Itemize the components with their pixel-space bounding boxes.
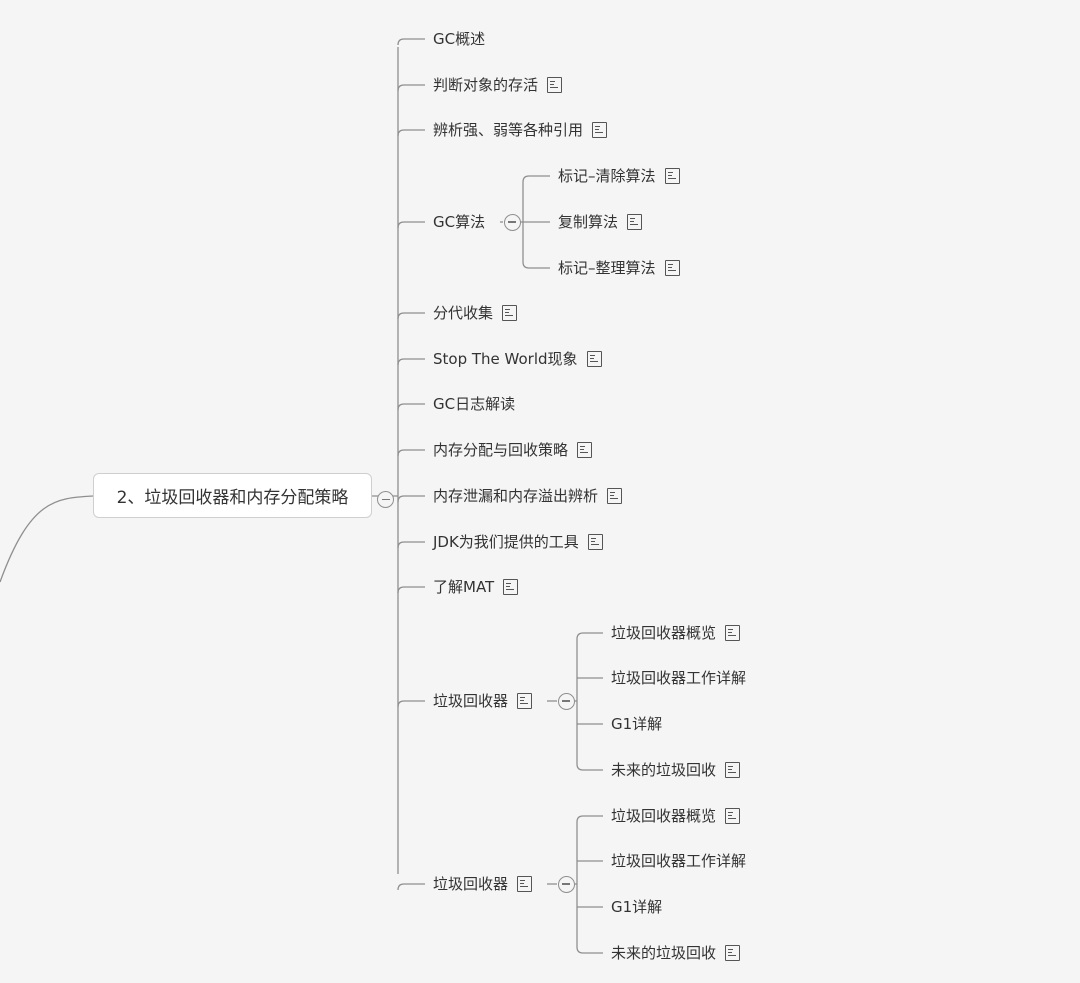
subtopic-3-1[interactable]: 复制算法 — [558, 212, 643, 232]
note-icon[interactable] — [587, 534, 603, 550]
topic-9[interactable]: JDK为我们提供的工具 — [433, 532, 603, 552]
branch-connector-4 — [397, 312, 425, 320]
child-connector-12-3 — [576, 946, 603, 954]
subtopic-12-3-label: 未来的垃圾回收 — [611, 944, 717, 962]
note-icon[interactable] — [586, 351, 602, 367]
subtopic-11-3[interactable]: 未来的垃圾回收 — [611, 760, 741, 780]
note-icon[interactable] — [592, 122, 608, 138]
note-icon[interactable] — [517, 693, 533, 709]
topic-8-label: 内存泄漏和内存溢出辨析 — [433, 487, 599, 505]
branch-connector-2 — [397, 129, 425, 137]
topic-10-label: 了解MAT — [433, 578, 495, 596]
note-icon[interactable] — [725, 762, 741, 778]
subtopic-11-2-label: G1详解 — [611, 715, 663, 733]
topic-2-label: 辨析强、弱等各种引用 — [433, 121, 584, 139]
subtopic-12-1[interactable]: 垃圾回收器工作详解 — [611, 851, 746, 871]
child-connector-12-0 — [576, 815, 603, 823]
note-icon[interactable] — [577, 442, 593, 458]
child-connector-3-2 — [522, 261, 550, 269]
subtopic-12-0[interactable]: 垃圾回收器概览 — [611, 806, 741, 826]
topic-7-label: 内存分配与回收策略 — [433, 441, 569, 459]
topic-8[interactable]: 内存泄漏和内存溢出辨析 — [433, 486, 623, 506]
branch-connector-9 — [397, 541, 425, 549]
topic-12[interactable]: 垃圾回收器 — [433, 874, 533, 894]
subtopic-11-1[interactable]: 垃圾回收器工作详解 — [611, 668, 746, 688]
note-icon[interactable] — [725, 625, 741, 641]
branch-connector-8 — [397, 495, 425, 503]
subtopic-11-1-label: 垃圾回收器工作详解 — [611, 669, 747, 687]
topic-3[interactable]: GC算法 — [433, 212, 485, 232]
topic-11-label: 垃圾回收器 — [433, 692, 509, 710]
root-collapse-icon[interactable] — [377, 491, 394, 508]
note-icon[interactable] — [547, 77, 563, 93]
note-icon[interactable] — [725, 945, 741, 961]
subtopic-11-0-label: 垃圾回收器概览 — [611, 624, 717, 642]
topic-4-label: 分代收集 — [433, 304, 494, 322]
note-icon[interactable] — [517, 876, 533, 892]
branch-connector-10 — [397, 586, 425, 594]
topic-2[interactable]: 辨析强、弱等各种引用 — [433, 120, 608, 140]
child-connector-3-0 — [522, 175, 550, 183]
subtopic-11-2[interactable]: G1详解 — [611, 714, 662, 734]
subtopic-3-0[interactable]: 标记–清除算法 — [558, 166, 680, 186]
collapse-minus-icon[interactable] — [503, 213, 521, 231]
note-icon[interactable] — [627, 214, 643, 230]
subtopic-12-2[interactable]: G1详解 — [611, 897, 662, 917]
topic-0-label: GC概述 — [433, 30, 486, 48]
topic-1[interactable]: 判断对象的存活 — [433, 75, 563, 95]
topic-5-label: Stop The World现象 — [433, 350, 578, 368]
topic-6-label: GC日志解读 — [433, 395, 516, 413]
child-connector-11-3 — [576, 763, 603, 771]
subtopic-12-1-label: 垃圾回收器工作详解 — [611, 852, 747, 870]
topic-1-label: 判断对象的存活 — [433, 76, 539, 94]
branch-connector-11 — [397, 700, 425, 708]
branch-connector-7 — [397, 449, 425, 457]
topic-12-label: 垃圾回收器 — [433, 875, 509, 893]
note-icon[interactable] — [502, 305, 518, 321]
topic-10[interactable]: 了解MAT — [433, 577, 519, 597]
root-topic-label: 2、垃圾回收器和内存分配策略 — [116, 488, 349, 508]
note-icon[interactable] — [725, 808, 741, 824]
subtopic-3-2[interactable]: 标记–整理算法 — [558, 258, 680, 278]
topic-3-label: GC算法 — [433, 213, 486, 231]
topic-9-label: JDK为我们提供的工具 — [433, 533, 579, 551]
subtopic-11-0[interactable]: 垃圾回收器概览 — [611, 623, 741, 643]
note-icon[interactable] — [503, 579, 519, 595]
topic-0[interactable]: GC概述 — [433, 29, 485, 49]
branch-connector-5 — [397, 358, 425, 366]
note-icon[interactable] — [664, 168, 680, 184]
subtopic-3-2-label: 标记–整理算法 — [558, 259, 656, 277]
branch-connector-6 — [397, 403, 425, 411]
collapse-minus-icon[interactable] — [557, 692, 575, 710]
child-connector-11-0 — [576, 632, 603, 640]
branch-connector-3 — [397, 221, 425, 229]
branch-connector-12 — [397, 883, 425, 891]
collapse-minus-icon[interactable] — [557, 875, 575, 893]
subtopic-12-3[interactable]: 未来的垃圾回收 — [611, 943, 741, 963]
topic-11[interactable]: 垃圾回收器 — [433, 691, 533, 711]
subtopic-3-1-label: 复制算法 — [558, 213, 619, 231]
branch-connector-1 — [397, 84, 425, 92]
note-icon[interactable] — [664, 260, 680, 276]
subtopic-11-3-label: 未来的垃圾回收 — [611, 761, 717, 779]
topic-7[interactable]: 内存分配与回收策略 — [433, 440, 593, 460]
subtopic-12-0-label: 垃圾回收器概览 — [611, 807, 717, 825]
subtopic-12-2-label: G1详解 — [611, 898, 663, 916]
root-topic[interactable]: 2、垃圾回收器和内存分配策略 — [93, 473, 372, 518]
parent-connector — [0, 495, 94, 583]
topic-4[interactable]: 分代收集 — [433, 303, 518, 323]
branch-connector-0 — [397, 38, 425, 46]
note-icon[interactable] — [607, 488, 623, 504]
topic-6[interactable]: GC日志解读 — [433, 394, 515, 414]
topic-5[interactable]: Stop The World现象 — [433, 349, 602, 369]
subtopic-3-0-label: 标记–清除算法 — [558, 167, 656, 185]
